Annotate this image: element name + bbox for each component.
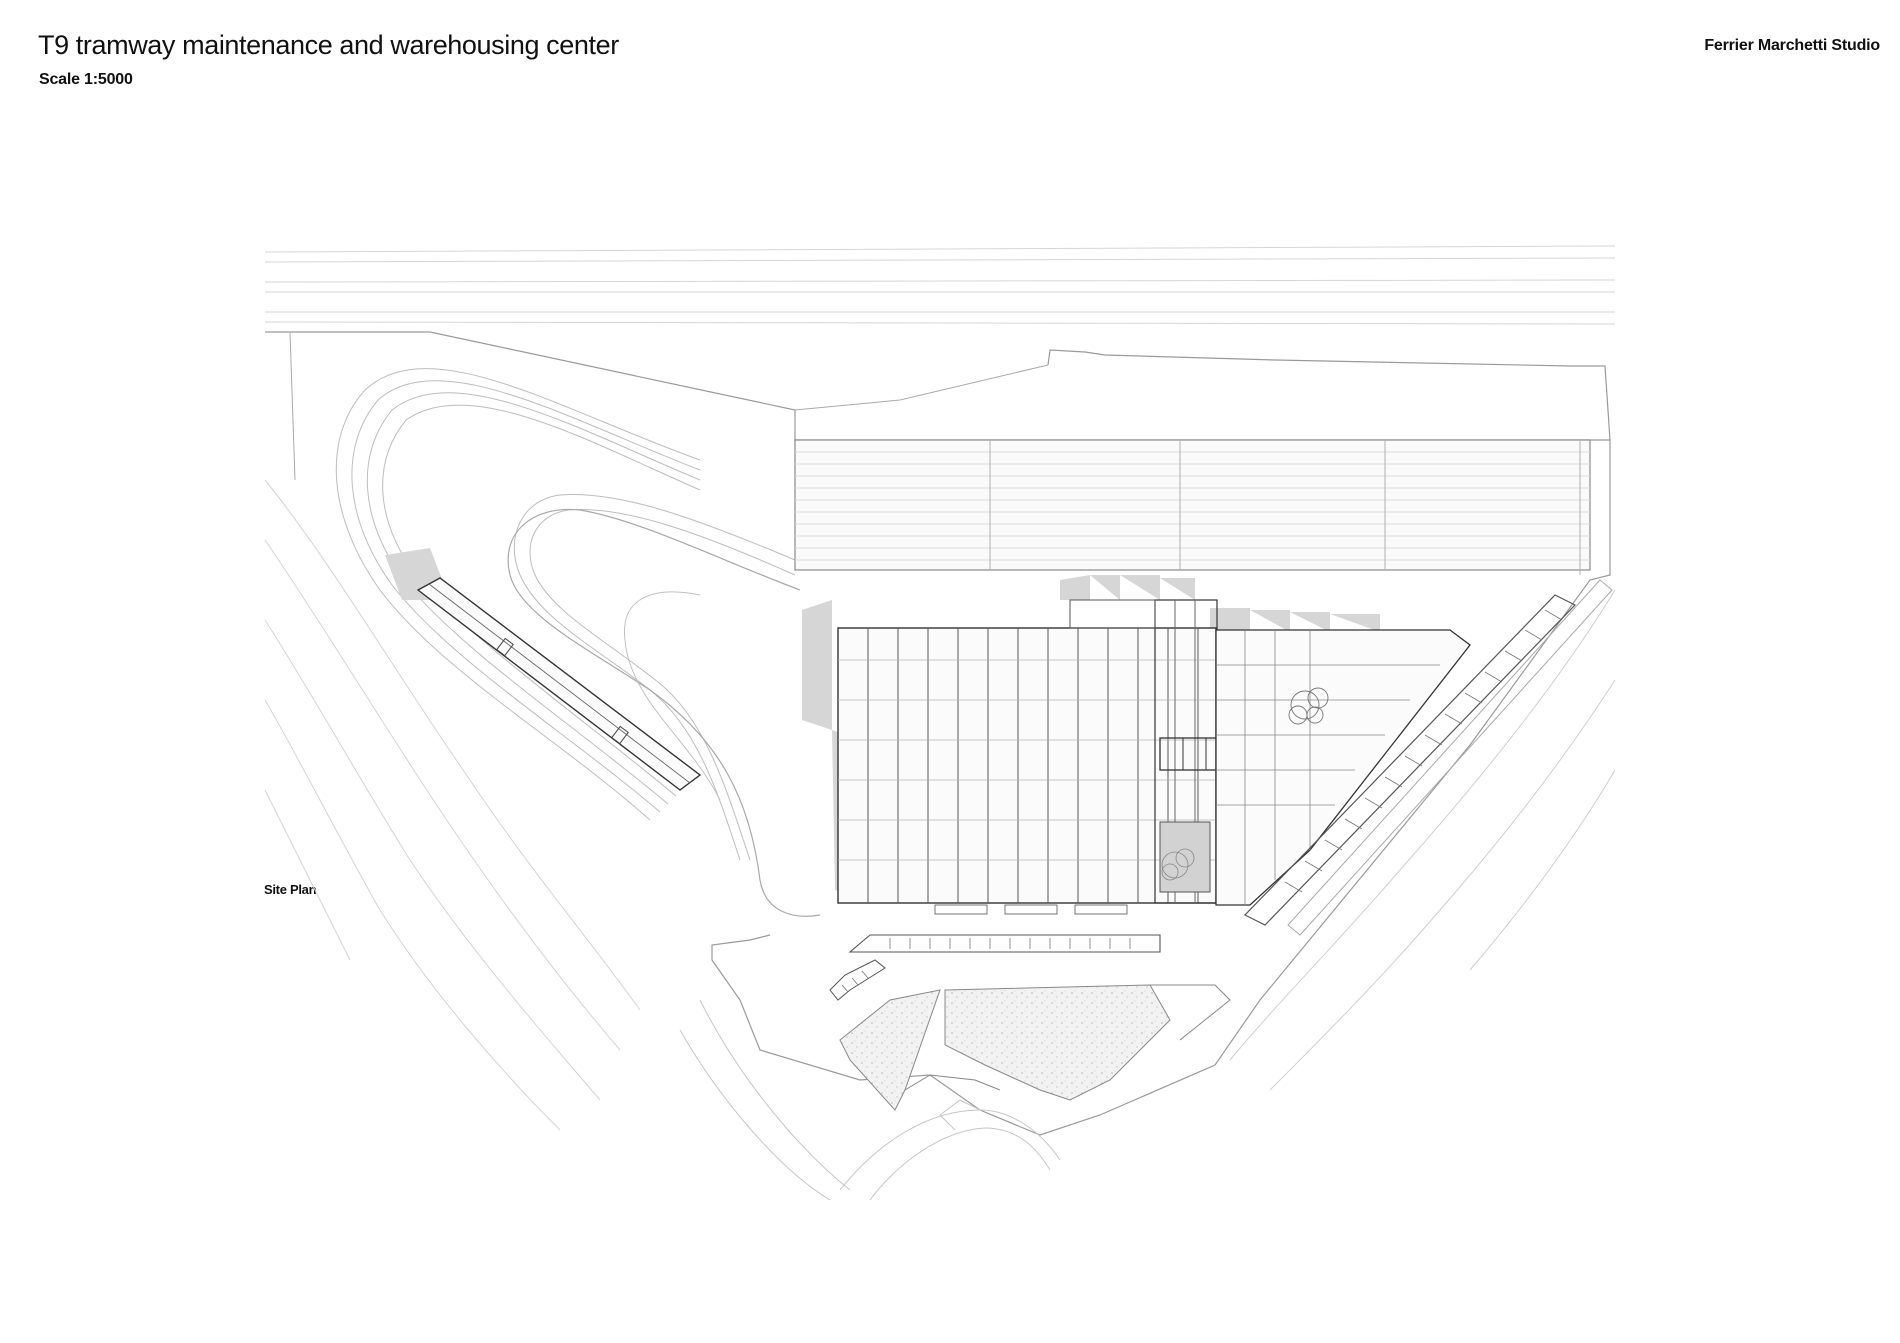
west-shed [416,577,702,791]
courtyard-tree-north [1288,687,1329,725]
stabling-hall [794,439,1591,575]
office-block [1159,737,1229,893]
south-parking-strip [829,904,1161,1001]
south-landscape [839,984,1231,1111]
tram-loop-tracks [335,368,796,861]
east-parking-strip [1243,579,1613,936]
south-access-roads [679,999,1061,1201]
east-wing [1215,629,1471,906]
studio-name: Ferrier Marchetti Studio [1704,37,1880,54]
site-boundary-north-notch [1047,349,1611,441]
page-scale: Scale 1:5000 [39,71,133,88]
contour-lines [264,479,641,1131]
page-title: T9 tramway maintenance and warehousing c… [38,30,619,60]
northern-rail-tracks [264,245,1616,325]
east-edge-lines [1229,589,1616,1091]
courtyard-tree-south [1161,848,1195,881]
site-plan-label: Site Plan [264,882,317,897]
inner-loop-road [507,508,821,917]
